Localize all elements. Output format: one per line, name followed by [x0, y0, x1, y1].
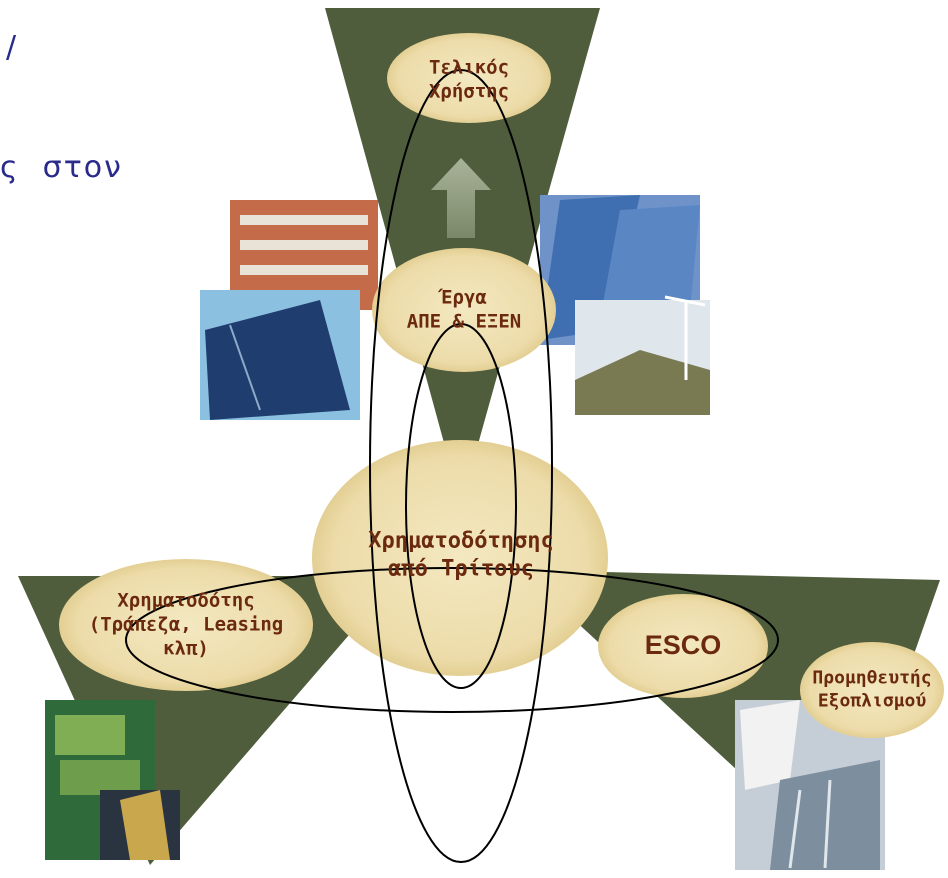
- projects-node: [372, 248, 556, 372]
- financier-node: [59, 559, 313, 691]
- third-party-financing-label-line-2: από Τρίτους: [388, 556, 534, 581]
- supplier-label-line-2: Εξοπλισμού: [817, 690, 927, 711]
- end-user-relationship-ellipse: [369, 69, 553, 863]
- projects-relationship-ellipse: [405, 323, 517, 689]
- financier-esco-relationship-ellipse: [125, 567, 779, 713]
- third-party-financing-label: Χρηματοδότησης από Τρίτους: [368, 528, 553, 583]
- solar-park-photo: [540, 195, 710, 415]
- projects-label-line-2: ΑΠΕ & ΕΞΕΝ: [406, 310, 522, 332]
- supplier-label-line-1: Προμηθευτής: [812, 667, 932, 689]
- third-party-financing-node: [312, 440, 608, 676]
- projects-label-line-1: Έργα: [441, 286, 487, 309]
- end-user-label-line-2: Χρήστης: [428, 80, 510, 102]
- financier-label-line-3: κλπ): [163, 636, 209, 659]
- projects-label: Έργα ΑΠΕ & ΕΞΕΝ: [407, 286, 521, 334]
- end-user-node: [387, 33, 551, 123]
- financier-label-line-2: (Τράπεζα, Leasing: [88, 613, 284, 636]
- esco-label: ESCO: [645, 629, 722, 663]
- third-party-financing-label-line-1: Χρηματοδότησης: [368, 528, 554, 554]
- end-user-label-line-1: Τελικός: [428, 56, 510, 79]
- up-arrow: [431, 158, 491, 238]
- esco-label-line-1: ESCO: [644, 630, 722, 661]
- background-text-mark: /: [6, 30, 17, 65]
- supplier-node: [800, 642, 944, 738]
- financier-label-line-1: Χρηματοδότης: [117, 589, 255, 612]
- residential-solar-photo: [200, 200, 378, 420]
- end-user-label: Τελικός Χρήστης: [429, 56, 509, 104]
- money-photo: [45, 700, 180, 860]
- esco-node: [598, 594, 768, 698]
- supplier-label: Προμηθευτής Εξοπλισμού: [812, 668, 931, 713]
- financier-label: Χρηματοδότης (Τράπεζα, Leasing κλπ): [89, 589, 283, 660]
- background-text-fragment: ς στον: [0, 150, 123, 185]
